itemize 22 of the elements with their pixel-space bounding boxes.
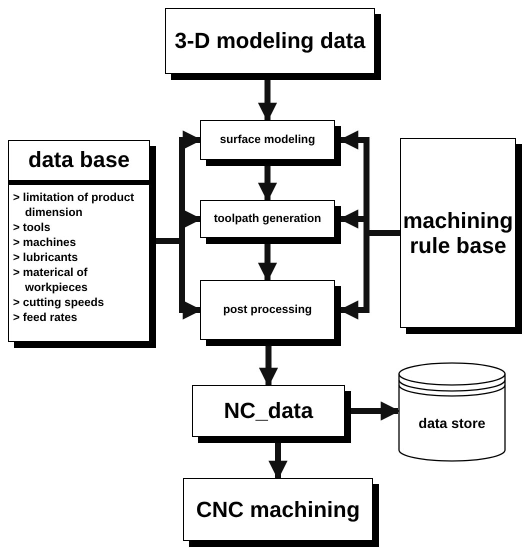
node-label: 3-D modeling data xyxy=(174,28,366,54)
list-item: > limitation of product dimension xyxy=(13,191,136,221)
node-label: CNC machining xyxy=(195,496,361,522)
list-item: > feed rates xyxy=(13,310,78,326)
node-label: machining rule base xyxy=(402,208,514,258)
arrow xyxy=(258,244,278,282)
node-label: toolpath generation xyxy=(214,213,322,225)
arrow xyxy=(351,401,400,421)
arrow xyxy=(258,166,278,202)
arrow xyxy=(258,346,278,387)
list-item: > lubricants xyxy=(13,250,79,266)
node-label: surface modeling xyxy=(220,134,316,146)
list-item: > tools xyxy=(13,220,52,236)
arrow xyxy=(268,443,288,480)
arrow xyxy=(258,80,278,122)
node-label: post processing xyxy=(223,304,312,316)
node-label: NC_data xyxy=(222,398,314,424)
box-heading: data base xyxy=(9,141,149,185)
list-item: > cutting speeds xyxy=(13,296,106,310)
list-item: > materical of workpieces xyxy=(13,266,89,296)
list-item: > machines xyxy=(13,236,77,251)
node-label: data store xyxy=(418,415,486,431)
